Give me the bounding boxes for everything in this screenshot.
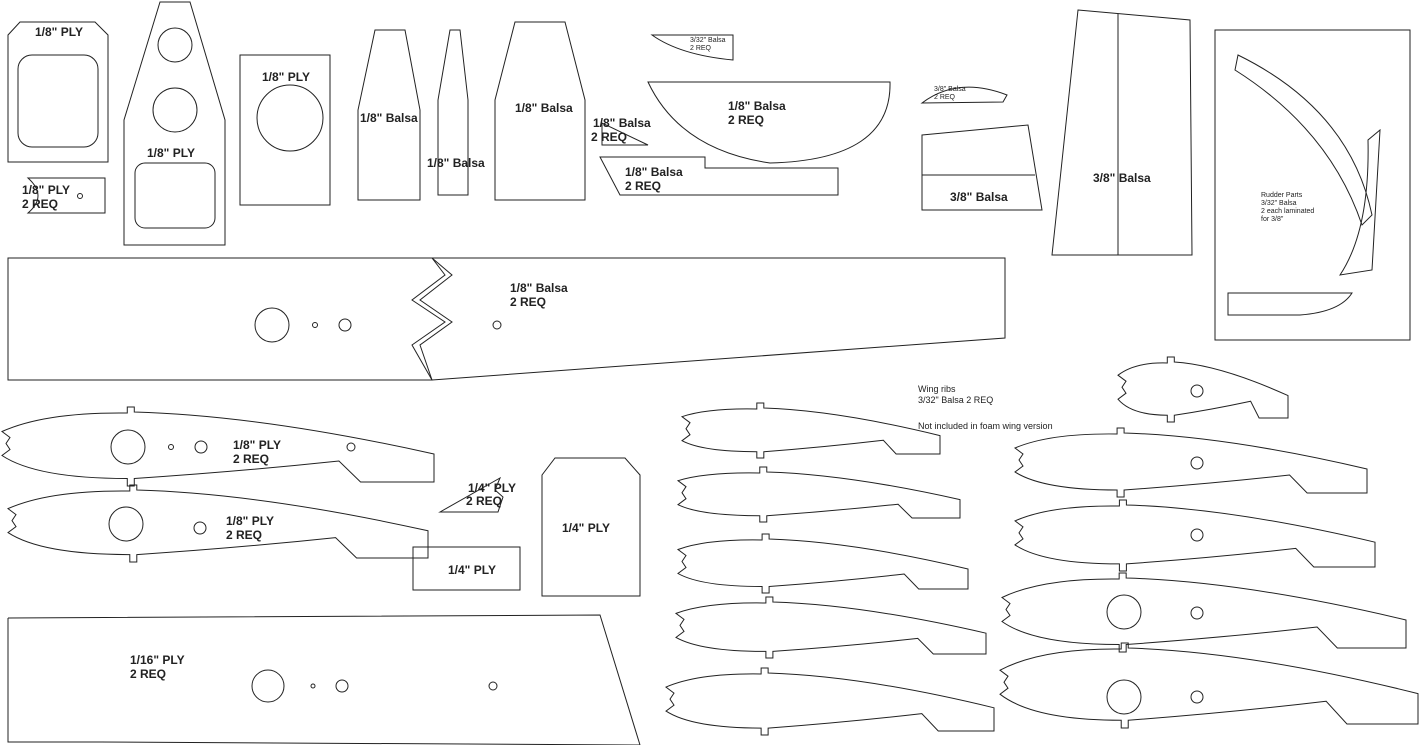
wing-rib [1014, 499, 1376, 572]
wing-rib [1014, 427, 1368, 498]
part-label: 3/8" Balsa [934, 86, 966, 93]
note-text: Not included in foam wing version [918, 421, 1053, 431]
part-label: 1/8" Balsa [625, 165, 683, 179]
part-half-moon: 1/8" Balsa 2 REQ [647, 81, 891, 164]
part-label: for 3/8" [1261, 216, 1284, 223]
part-label: 3/32" Balsa [1261, 200, 1297, 207]
part-plate-top-left: 1/8" PLY [7, 21, 109, 163]
part-label: 2 REQ [466, 494, 502, 508]
part-label: 1/8" Balsa [515, 101, 573, 115]
wing-rib [676, 533, 969, 594]
part-label: 1/8" PLY [35, 25, 83, 39]
wing-ribs-group [1, 356, 1419, 736]
part-label: 1/4" PLY [562, 521, 610, 535]
part-label: 1/8" Balsa [360, 111, 418, 125]
part-label: 1/8" Balsa [510, 281, 568, 295]
part-label: 2 REQ [130, 667, 166, 681]
part-small-3-32: 3/32" Balsa 2 REQ [650, 34, 734, 61]
part-label: 2 REQ [728, 113, 764, 127]
part-label: 1/16" PLY [130, 653, 185, 667]
part-triangle-1-4: 1/4" PLY 2 REQ [438, 476, 516, 513]
part-label: 3/8" Balsa [950, 190, 1008, 204]
part-label: 1/8" Balsa [728, 99, 786, 113]
part-small-3-8: 3/8" Balsa 2 REQ [920, 86, 1008, 104]
part-block-3-8: 3/8" Balsa [921, 124, 1043, 211]
part-fin: 3/8" Balsa [1051, 9, 1193, 256]
part-label: 2 REQ [625, 179, 661, 193]
wing-rib [7, 484, 429, 563]
part-label: 2 each laminated [1261, 208, 1314, 215]
part-label: 1/4" PLY [468, 481, 516, 495]
part-rib-ply-2-labels: 1/8" PLY 2 REQ [108, 506, 274, 542]
wing-rib [676, 466, 961, 523]
part-label: 1/8" PLY [262, 70, 310, 84]
wing-rib [680, 402, 941, 459]
wing-rib [999, 642, 1419, 729]
part-label: 2 REQ [934, 94, 956, 101]
part-label: 1/8" PLY [233, 438, 281, 452]
part-label: 1/8" PLY [22, 183, 70, 197]
part-label: 1/8" Balsa [593, 116, 651, 130]
wing-rib [1117, 356, 1289, 423]
wing-ribs-note: Wing ribs 3/32" Balsa 2 REQ Not included… [918, 384, 1053, 431]
part-tall-1-4: 1/4" PLY [541, 457, 641, 597]
wing-rib [674, 596, 987, 659]
part-label: 2 REQ [22, 197, 58, 211]
part-tall-former: 1/8" PLY [123, 1, 226, 246]
part-small-ply: 1/8" PLY 2 REQ [22, 177, 106, 214]
rib-holes [1106, 384, 1204, 715]
part-label: 2 REQ [510, 295, 546, 309]
part-rib-ply-1-labels: 1/8" PLY 2 REQ [110, 429, 356, 466]
part-label: Rudder Parts [1261, 192, 1303, 199]
wing-rib [665, 667, 995, 736]
part-fuselage-side: 1/8" Balsa 2 REQ [7, 257, 1006, 381]
part-label: 2 REQ [690, 45, 712, 52]
wing-rib [1001, 572, 1407, 653]
wing-rib [1, 406, 435, 487]
part-balsa-b: 1/8" Balsa [427, 29, 485, 196]
part-strip-1-8: 1/8" Balsa 2 REQ [599, 156, 839, 196]
part-label: 1/4" PLY [448, 563, 496, 577]
part-balsa-a: 1/8" Balsa [357, 29, 421, 201]
note-text: 3/32" Balsa 2 REQ [918, 395, 993, 405]
part-rudder-sheet: Rudder Parts 3/32" Balsa 2 each laminate… [1214, 29, 1411, 341]
part-label: 2 REQ [591, 130, 627, 144]
part-balsa-c: 1/8" Balsa [494, 21, 586, 201]
part-label: 1/8" PLY [147, 146, 195, 160]
note-text: Wing ribs [918, 384, 956, 394]
part-label: 1/8" PLY [226, 514, 274, 528]
part-label: 3/32" Balsa [690, 37, 726, 44]
part-rect-1-4: 1/4" PLY [412, 546, 521, 591]
part-label: 2 REQ [233, 452, 269, 466]
part-label: 1/8" Balsa [427, 156, 485, 170]
part-bottom-1-16: 1/16" PLY 2 REQ [7, 614, 641, 745]
part-plate-circle: 1/8" PLY [239, 54, 331, 206]
part-triangle-1-8: 1/8" Balsa 2 REQ [591, 116, 651, 146]
part-label: 2 REQ [226, 528, 262, 542]
part-label: 3/8" Balsa [1093, 171, 1151, 185]
